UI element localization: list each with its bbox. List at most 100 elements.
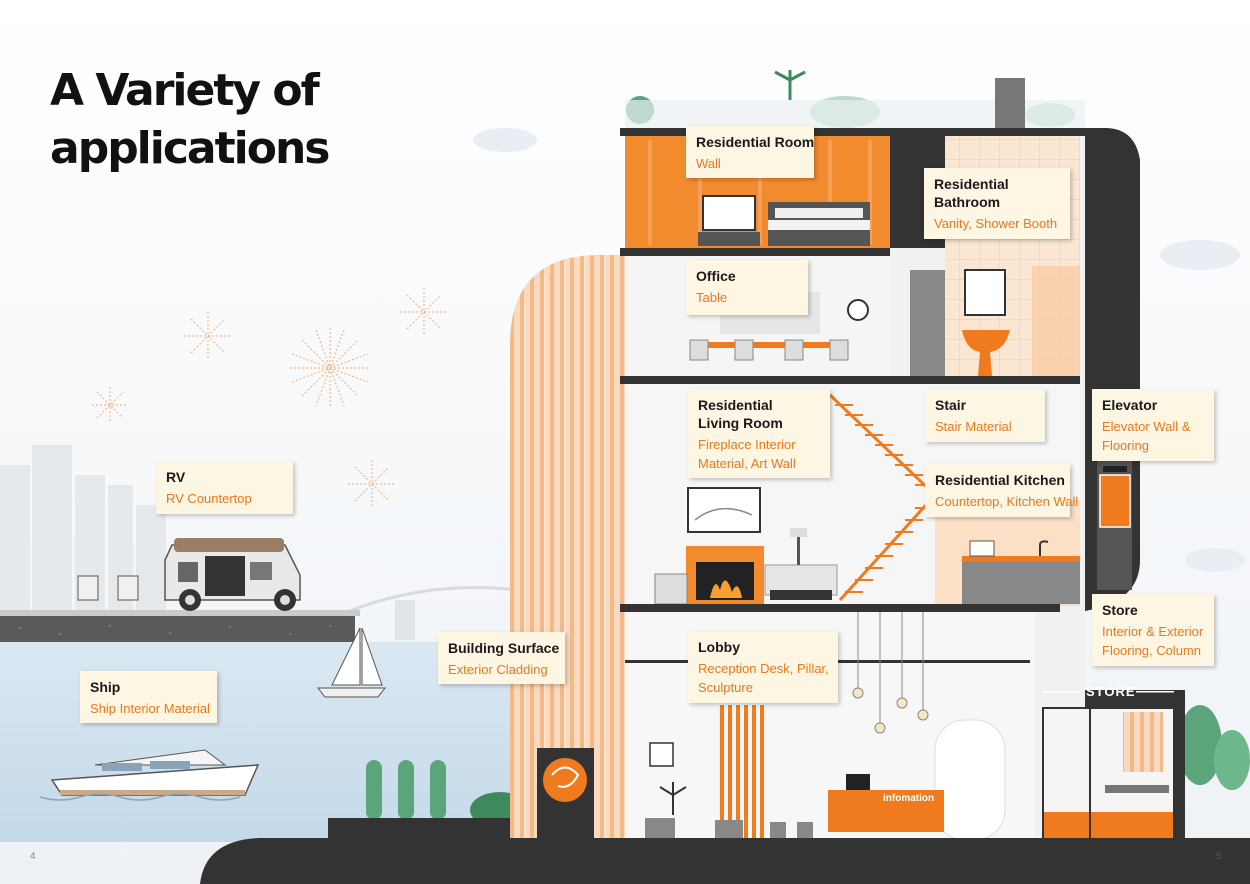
pier-road — [0, 610, 360, 616]
floor-slab-2 — [620, 376, 1080, 384]
label-stair: Stair Stair Material — [925, 389, 1045, 442]
sailboat — [316, 627, 387, 698]
store-counter — [1105, 785, 1169, 793]
label-description: Exterior Cladding — [448, 662, 548, 677]
kitchen-cabinets — [962, 562, 1080, 604]
bathroom-sink — [962, 330, 1010, 376]
label-description: Ship Interior Material — [90, 701, 210, 716]
lobby-pillar — [720, 705, 764, 839]
camping-chairs — [77, 575, 139, 601]
cabinet — [654, 573, 688, 605]
lamp-shade — [790, 528, 807, 537]
lobby-column-white — [934, 719, 1006, 841]
pendant-lights — [852, 612, 929, 734]
city-skyline — [0, 445, 166, 615]
label-description: Material, Art Wall — [698, 456, 796, 471]
yacht — [39, 749, 260, 801]
label-title: Residential — [934, 176, 1009, 192]
pier — [0, 616, 355, 642]
elevator-cab — [1099, 474, 1131, 528]
reception-desk — [828, 790, 944, 832]
label-description: Interior & Exterior — [1102, 624, 1204, 639]
label-description: Table — [696, 290, 728, 305]
store-sign-line-right — [1136, 691, 1174, 693]
office-chairs — [689, 339, 849, 361]
building-facade — [510, 255, 625, 840]
label-title: Residential Kitchen — [935, 472, 1065, 488]
label-description: Stair Material — [935, 419, 1012, 434]
label-title: Bathroom — [934, 194, 1001, 210]
label-description: Flooring, Column — [1102, 643, 1201, 658]
label-description: Vanity, Shower Booth — [934, 216, 1058, 231]
office-table — [705, 342, 840, 348]
label-description: Fireplace Interior — [698, 437, 796, 452]
label-residential-bathroom: Residential Bathroom Vanity, Shower Boot… — [924, 168, 1070, 239]
reception-desk-text: infomation — [883, 793, 935, 804]
floor-lamp — [797, 528, 800, 565]
label-description: RV Countertop — [166, 491, 252, 506]
tv — [702, 195, 756, 231]
page-number-left: 4 — [30, 851, 36, 862]
label-title: Building Surface — [448, 640, 560, 656]
microwave — [969, 540, 995, 557]
label-ship: Ship Ship Interior Material — [80, 671, 217, 723]
store-wall-pattern — [1123, 712, 1163, 772]
label-store: Store Interior & Exterior Flooring, Colu… — [1092, 594, 1214, 666]
facade-lines — [524, 255, 606, 840]
art-line — [694, 507, 753, 521]
label-rv: RV RV Countertop — [156, 461, 293, 514]
ground-left — [328, 818, 523, 838]
lobby-plant — [659, 782, 687, 815]
clouds — [473, 128, 1245, 572]
floor-slab-3 — [620, 604, 1060, 612]
lobby-sculpture — [543, 758, 587, 802]
label-description: Elevator Wall & — [1102, 419, 1191, 434]
tv-stand — [698, 232, 760, 246]
label-residential-kitchen: Residential Kitchen Countertop, Kitchen … — [925, 464, 1079, 517]
label-title: Residential Room — [696, 134, 815, 150]
roof-slab — [620, 128, 1085, 136]
chimney — [995, 78, 1025, 128]
kitchen-faucet — [1039, 540, 1049, 556]
label-description: Flooring — [1102, 438, 1149, 453]
label-lobby: Lobby Reception Desk, Pillar, Sculpture — [688, 631, 838, 703]
pier-texture — [18, 624, 332, 636]
store-floor — [1043, 812, 1174, 838]
ground-base — [200, 838, 1250, 884]
label-description: Countertop, Kitchen Wall — [935, 494, 1079, 509]
label-title: Lobby — [698, 639, 740, 655]
label-title: Living Room — [698, 415, 783, 431]
label-description: Sculpture — [698, 680, 753, 695]
label-description: Reception Desk, Pillar, — [698, 661, 829, 676]
label-description: Wall — [696, 156, 721, 171]
bathroom-mirror — [964, 269, 1006, 316]
picture-frame — [649, 742, 674, 767]
bed-pillows — [775, 208, 863, 218]
label-living-room: Residential Living Room Fireplace Interi… — [688, 389, 830, 478]
wall-clock — [847, 299, 869, 321]
label-residential-room: Residential Room Wall — [686, 126, 814, 178]
floor-slab-1 — [620, 248, 890, 256]
label-title: Ship — [90, 679, 121, 695]
bathroom-wall-grey — [910, 270, 945, 376]
store-sign: STORE — [1086, 684, 1136, 699]
fire-flames — [710, 580, 742, 598]
label-title: RV — [166, 469, 186, 485]
label-office: Office Table — [686, 260, 808, 315]
label-title: Residential — [698, 397, 773, 413]
label-title: Office — [696, 268, 736, 284]
label-title: Store — [1102, 602, 1138, 618]
reception-monitor — [846, 774, 870, 790]
rv-vehicle — [164, 538, 301, 611]
shower-booth — [1032, 266, 1080, 376]
label-elevator: Elevator Elevator Wall & Flooring — [1092, 389, 1214, 461]
kitchen-counter — [962, 556, 1080, 562]
page-title-line-2: applications — [50, 123, 330, 174]
elevator-indicator — [1103, 466, 1127, 472]
label-building-surface: Building Surface Exterior Cladding — [438, 632, 565, 684]
art-frame — [687, 487, 761, 533]
label-title: Elevator — [1102, 397, 1158, 413]
page-number-right: 5 — [1216, 851, 1222, 862]
